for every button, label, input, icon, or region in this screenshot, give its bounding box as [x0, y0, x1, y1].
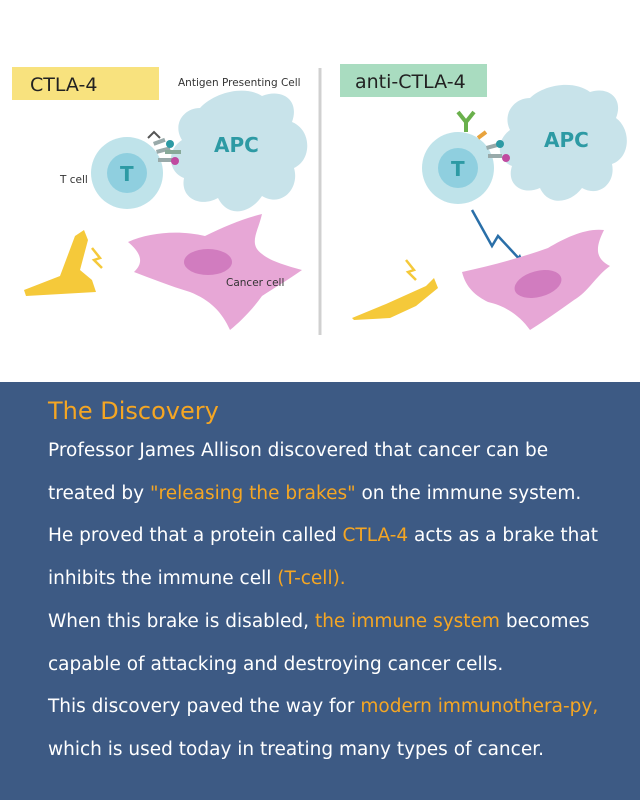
highlight-text: CTLA-4	[342, 525, 409, 547]
body-text: becomes capable of attacking and destroy…	[48, 610, 590, 675]
body-text: This discovery paved the way for	[48, 696, 361, 718]
apc-label: APC	[214, 133, 259, 157]
body-paragraph: This discovery paved the way for modern …	[48, 686, 604, 771]
cancer-cell-caption: Cancer cell	[226, 277, 284, 289]
anti-ctla4-antibody-icon	[456, 110, 488, 140]
brake-hand-icon	[24, 230, 96, 296]
apc-cell	[170, 90, 308, 212]
body-text: Professor James Allison discovered that …	[48, 440, 549, 504]
spark-icon-right	[405, 259, 417, 281]
body-text: on the immune system.	[355, 482, 582, 504]
right-panel-label-box	[340, 64, 487, 97]
cancer-cell-nucleus	[184, 249, 232, 275]
attack-lightning-icon	[470, 209, 525, 265]
right-panel-label: anti-CTLA-4	[355, 71, 466, 93]
body-paragraph: He proved that a protein called CTLA-4 a…	[48, 515, 604, 600]
highlight-text: "releasing the brakes"	[150, 482, 356, 504]
brake-hand-icon-right	[352, 278, 438, 320]
receptor-complex-right	[486, 140, 510, 162]
apc-label-right: APC	[544, 128, 589, 152]
t-cell-nucleus	[107, 153, 147, 193]
t-cell-label: T	[120, 162, 134, 186]
t-cell-nucleus-right	[438, 148, 478, 188]
body-text: When this brake is disabled,	[48, 610, 315, 632]
section-title: The Discovery	[48, 397, 219, 425]
left-panel-label-box	[12, 67, 159, 100]
ctla4-diagram: CTLA-4 Antigen Presenting Cell APC T T c…	[12, 64, 627, 335]
body-paragraph: Professor James Allison discovered that …	[48, 430, 604, 515]
right-panel: anti-CTLA-4 APC T	[340, 64, 627, 330]
t-cell-caption: T cell	[59, 174, 88, 186]
highlight-text: (T-cell).	[277, 568, 346, 590]
body-text: acts as a brake that inhibits the immune…	[48, 525, 598, 590]
discovery-panel: The Discovery Professor James Allison di…	[0, 382, 640, 800]
highlight-text: the immune system	[314, 610, 500, 632]
spark-icon	[91, 247, 103, 269]
apc-cell-right	[499, 84, 627, 201]
left-panel: CTLA-4 Antigen Presenting Cell APC T T c…	[12, 67, 308, 330]
body-text: He proved that a protein called	[48, 525, 343, 547]
t-cell-label-right: T	[451, 157, 465, 181]
highlight-text: modern immunothera-py,	[360, 696, 599, 718]
cancer-cell-nucleus-right	[514, 269, 562, 299]
left-panel-label: CTLA-4	[30, 74, 97, 96]
body-paragraph: When this brake is disabled, the immune …	[48, 601, 604, 686]
apc-caption: Antigen Presenting Cell	[178, 77, 301, 89]
body-text: which is used today in treating many typ…	[48, 738, 544, 760]
receptor-complex	[147, 130, 181, 165]
section-body: Professor James Allison discovered that …	[48, 430, 604, 772]
